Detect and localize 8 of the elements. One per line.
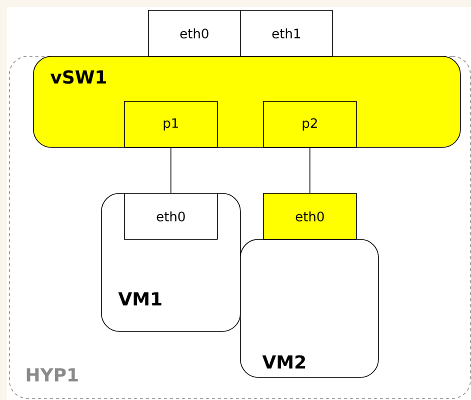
vm-box: VM2 [240, 239, 379, 378]
connector-line [170, 147, 172, 194]
port-box: p2 [263, 101, 357, 148]
port-box: p1 [124, 101, 218, 148]
interface-box: eth0 [124, 193, 218, 240]
interface-box: eth0 [263, 193, 357, 240]
interface-box: eth1 [240, 10, 333, 57]
interface-box: eth0 [148, 10, 241, 57]
